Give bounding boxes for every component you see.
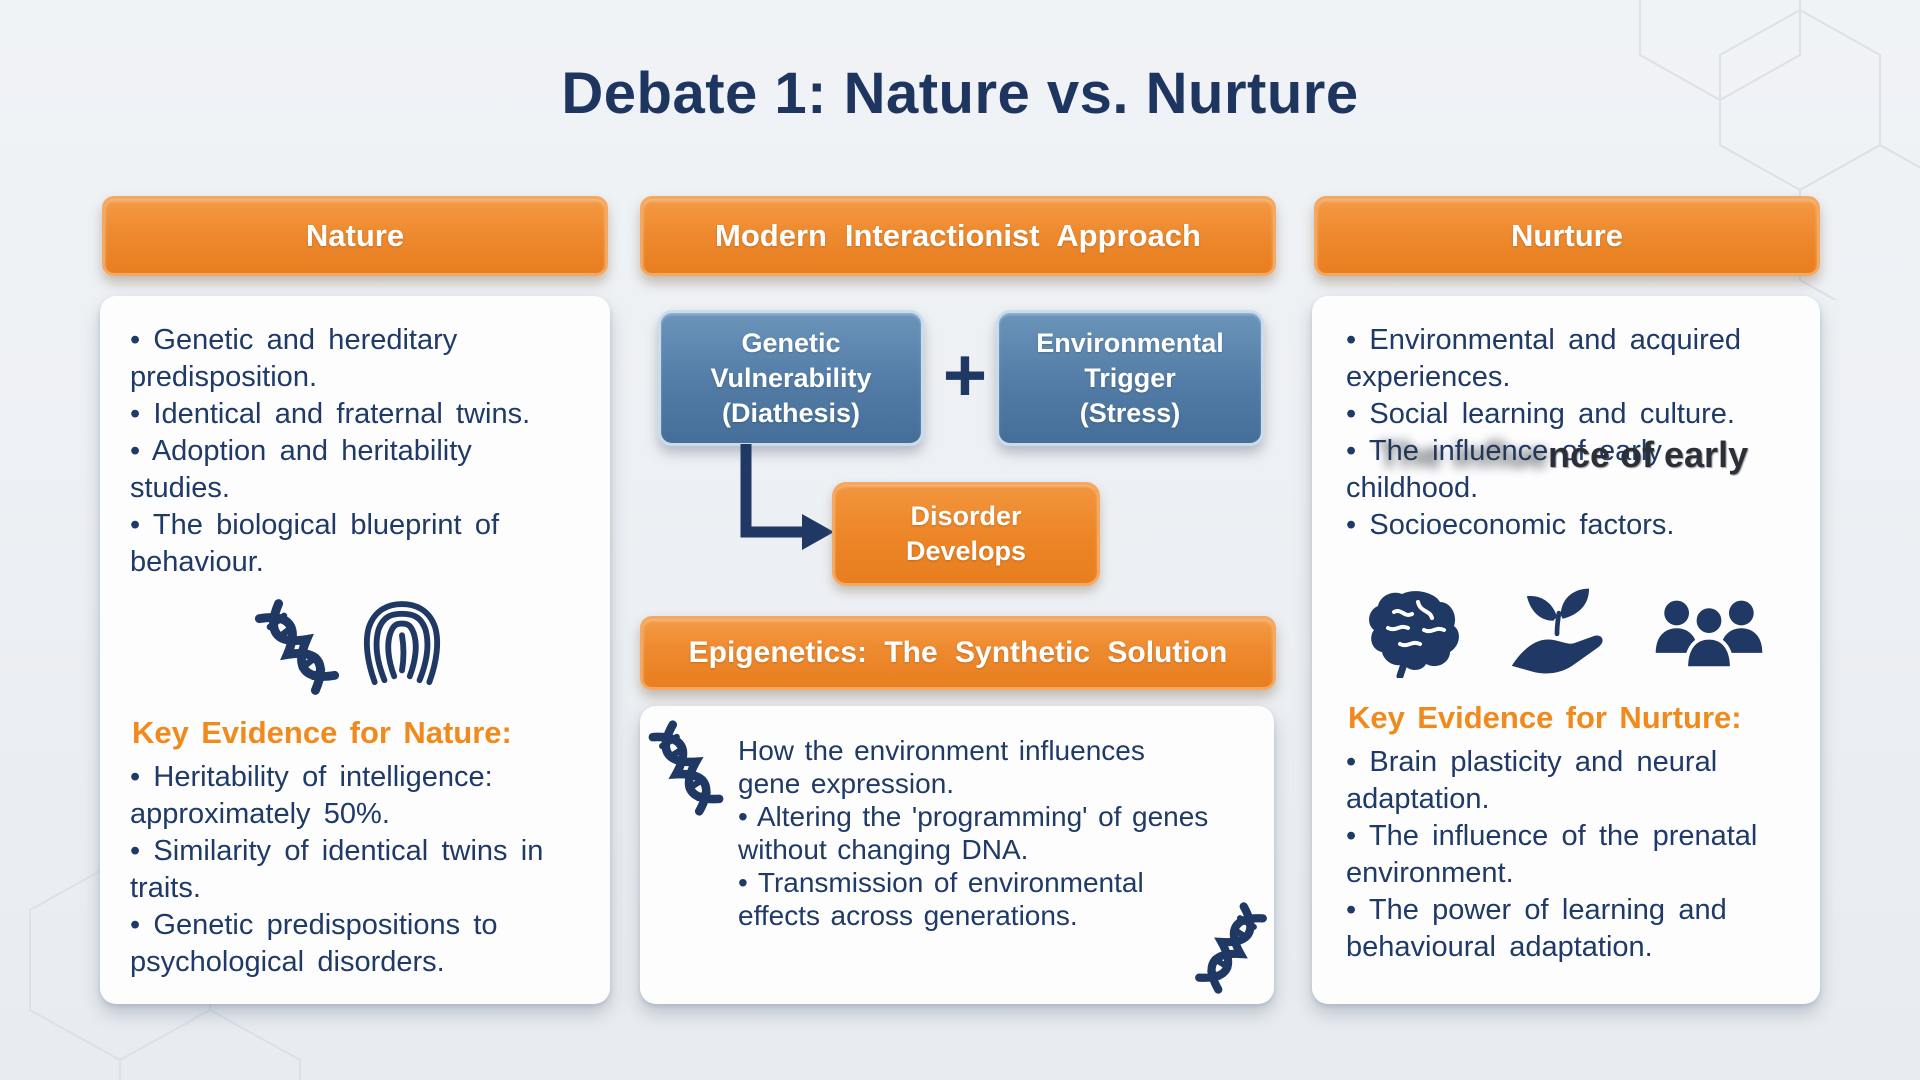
text-line: effects across generations. [738, 900, 1078, 931]
text-line: • Identical and fraternal twins. [130, 398, 531, 430]
text-line: Vulnerability [710, 362, 872, 393]
text-line: childhood. [1346, 472, 1479, 504]
text-line: studies. [130, 472, 230, 504]
dna-icon [648, 720, 724, 816]
interactionist-header-label: Modern Interactionist Approach [715, 218, 1201, 253]
nature-icon-row [100, 595, 610, 699]
people-icon [1655, 600, 1763, 671]
interactionist-header: Modern Interactionist Approach [640, 196, 1276, 276]
text-line: • Genetic and hereditary [130, 324, 458, 356]
text-line: experiences. [1346, 361, 1511, 393]
ghost-text-visible: nce of early [1548, 434, 1749, 475]
epigenetics-header: Epigenetics: The Synthetic Solution [640, 616, 1276, 690]
brain-icon [1369, 591, 1459, 678]
ghost-text-blurred: The influe [1378, 434, 1548, 475]
text-line: gene expression. [738, 768, 955, 799]
text-line: Genetic [741, 327, 841, 358]
slide-title: Debate 1: Nature vs. Nurture [561, 61, 1359, 126]
hand-plant-icon [1511, 588, 1603, 674]
nature-card: • Genetic and hereditary predisposition. •… [100, 296, 610, 1004]
fingerprint-icon [363, 601, 441, 686]
text-line: • The power of learning and [1346, 894, 1727, 926]
nature-header-label: Nature [305, 218, 405, 253]
text-line: predisposition. [130, 361, 317, 393]
text-line: Trigger [1084, 362, 1176, 393]
nature-evidence-heading: Key Evidence for Nature: [132, 715, 512, 750]
nurture-card: • Environmental and acquired experiences.… [1312, 296, 1820, 1004]
epigenetics-header-label: Epigenetics: The Synthetic Solution [688, 636, 1228, 669]
text-line: Disorder [910, 501, 1022, 531]
arrow-to-disorder [740, 444, 834, 550]
text-line: behaviour. [130, 546, 264, 578]
dna-icon [1195, 902, 1267, 994]
text-line: psychological disorders. [130, 946, 445, 978]
text-line: • Adoption and heritability [130, 435, 472, 467]
nurture-evidence-list: • Brain plasticity and neural adaptation.… [1312, 736, 1820, 966]
text-line: • Brain plasticity and neural [1346, 746, 1718, 778]
text-line: • The biological blueprint of [130, 509, 500, 541]
nurture-bullet-list: • Environmental and acquired experiences.… [1312, 296, 1820, 544]
text-line: • Socioeconomic factors. [1346, 509, 1675, 541]
nature-evidence-list: • Heritability of intelligence: approxima… [100, 751, 610, 981]
text-line: behavioural adaptation. [1346, 931, 1653, 963]
text-line: without changing DNA. [738, 834, 1029, 865]
nature-bullet-list: • Genetic and hereditary predisposition. •… [100, 296, 610, 581]
text-line: • Similarity of identical twins in [130, 835, 544, 867]
text-line: adaptation. [1346, 783, 1490, 815]
nurture-header-label: Nurture [1511, 218, 1623, 253]
text-line: traits. [130, 872, 201, 904]
nurture-evidence-heading: Key Evidence for Nurture: [1348, 700, 1742, 735]
text-line: (Stress) [1079, 397, 1181, 428]
text-line: • Environmental and acquired [1346, 324, 1741, 356]
text-line: Environmental [1036, 327, 1224, 358]
nurture-header: Nurture [1314, 196, 1820, 276]
text-line: • Heritability of intelligence: [130, 761, 493, 793]
text-line: How the environment influences [738, 735, 1145, 766]
nature-header: Nature [102, 196, 608, 276]
dna-icon [254, 599, 340, 695]
text-line: approximately 50%. [130, 798, 390, 830]
text-line: • Altering the 'programming' of genes [738, 801, 1209, 832]
ghost-text-artifact: The influence of early [1378, 434, 1748, 480]
text-line: (Diathesis) [721, 397, 861, 428]
text-line: Develops [905, 536, 1027, 566]
text-line: environment. [1346, 857, 1514, 889]
text-line: • Genetic predispositions to [130, 909, 498, 941]
text-line: • The influence of early [1346, 435, 1662, 467]
text-line: • The influence of the prenatal [1346, 820, 1758, 852]
plus-sign: + [942, 333, 988, 418]
text-line: • Social learning and culture. [1346, 398, 1735, 430]
text-line: • Transmission of environmental [738, 867, 1144, 898]
nurture-icon-row [1312, 584, 1820, 680]
